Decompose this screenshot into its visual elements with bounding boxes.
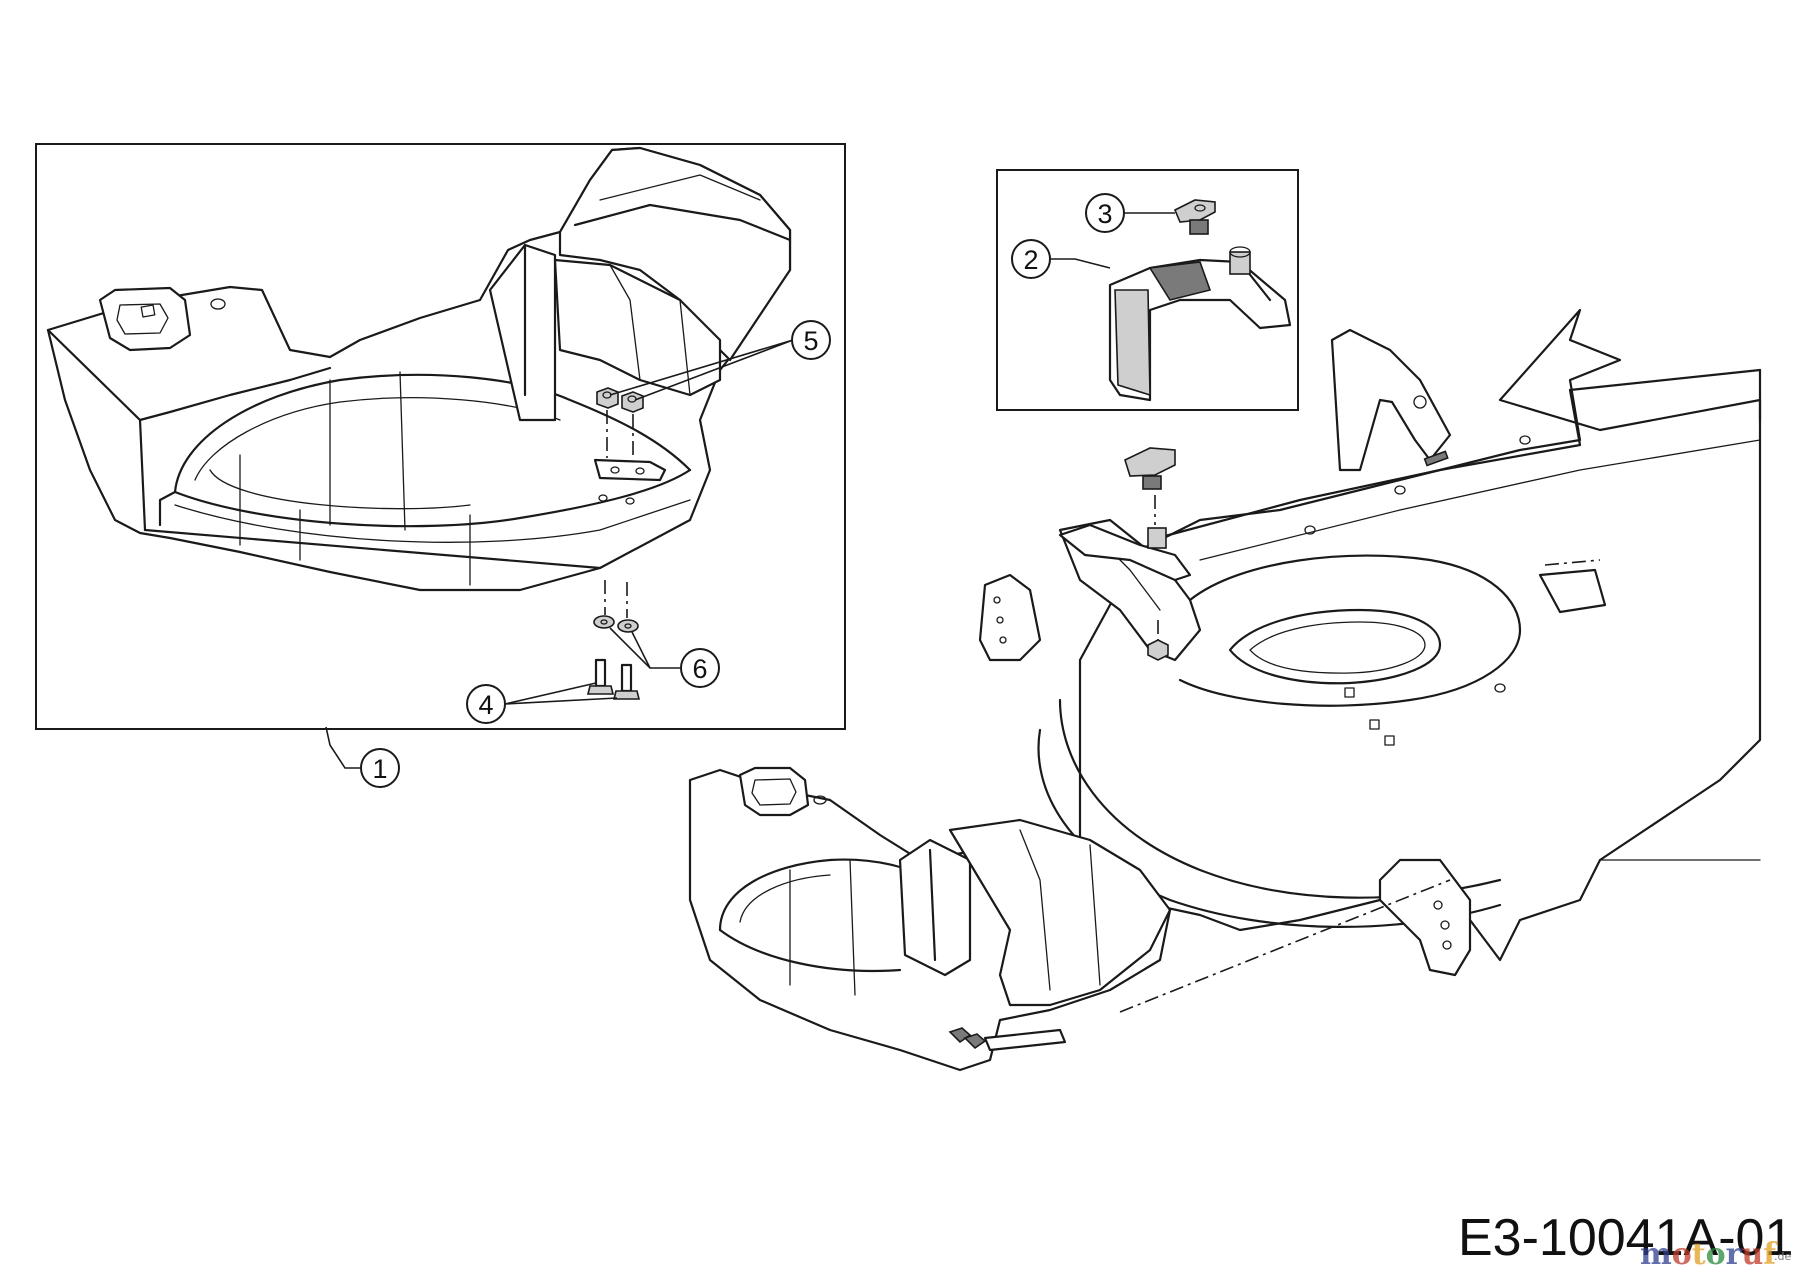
bolt-icon — [586, 658, 615, 695]
wing-nut-icon — [1124, 447, 1176, 490]
hex-nut-icon — [596, 387, 619, 409]
watermark: motoruf — [1640, 1237, 1778, 1272]
svg-text:4: 4 — [478, 690, 493, 720]
callout-4[interactable]: 4 — [466, 682, 618, 724]
svg-text:2: 2 — [1023, 245, 1038, 275]
wing-nut-icon — [1173, 199, 1216, 235]
svg-text:1: 1 — [372, 754, 387, 784]
washer-icon — [617, 619, 639, 633]
watermark-suffix: .de — [1774, 1250, 1791, 1263]
callout-5[interactable]: 5 — [609, 320, 831, 401]
bolt-icon — [612, 663, 641, 700]
mower-deck-main-view — [688, 308, 1762, 1072]
callout-2[interactable]: 2 — [1011, 239, 1111, 279]
callout-6[interactable]: 6 — [609, 627, 720, 688]
diagram-code: E3-10041A-01 — [1458, 1209, 1793, 1267]
detail-frame-part-1 — [35, 143, 846, 730]
washer-icon — [593, 615, 615, 629]
svg-text:6: 6 — [692, 654, 707, 684]
hex-nut-icon — [621, 391, 644, 413]
callout-3[interactable]: 3 — [1085, 193, 1175, 233]
deflector-assembly-detail — [46, 146, 792, 700]
svg-text:3: 3 — [1097, 199, 1112, 229]
deflector-bracket-icon — [1108, 246, 1292, 402]
svg-text:5: 5 — [803, 326, 818, 356]
callout-1[interactable]: 1 — [325, 726, 400, 788]
detail-frame-parts-2-3 — [996, 169, 1299, 411]
